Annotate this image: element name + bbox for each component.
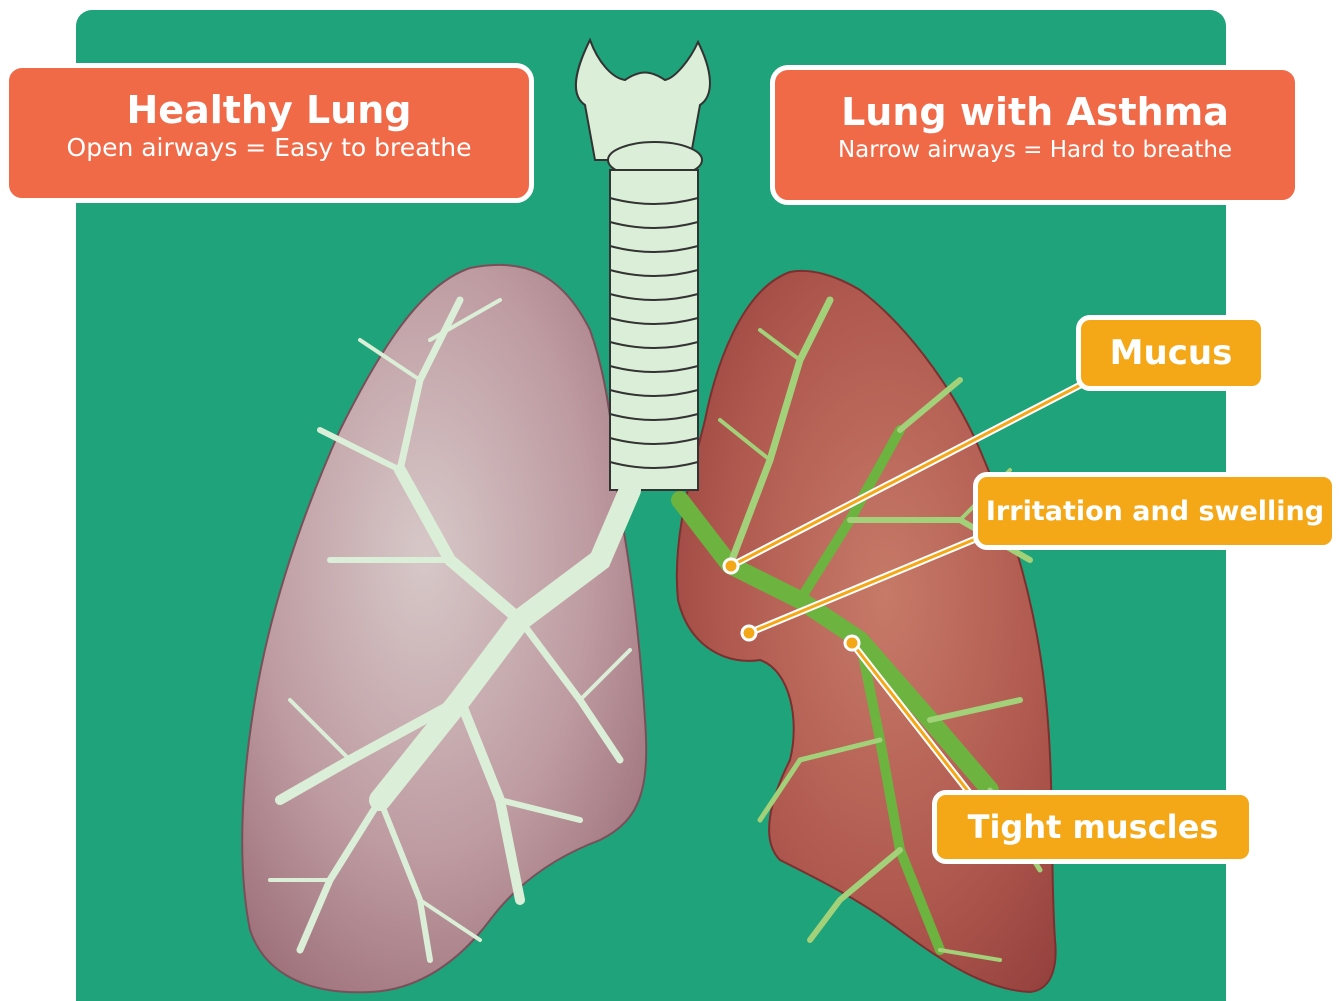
mucus-label: Mucus — [1076, 315, 1266, 391]
mucus-marker — [724, 559, 738, 573]
healthy-lung — [242, 265, 646, 992]
asthma-lung — [677, 271, 1056, 992]
tight-muscles-label: Tight muscles — [932, 790, 1254, 864]
healthy-lung-title: Healthy Lung — [9, 88, 529, 132]
irritation-label: Irritation and swelling — [973, 472, 1337, 550]
irritation-marker — [742, 626, 756, 640]
asthma-lung-title-box: Lung with Asthma Narrow airways = Hard t… — [770, 65, 1300, 205]
asthma-lung-title: Lung with Asthma — [775, 90, 1295, 134]
healthy-lung-title-box: Healthy Lung Open airways = Easy to brea… — [4, 63, 534, 203]
healthy-lung-subtitle: Open airways = Easy to breathe — [9, 132, 529, 164]
trachea — [610, 170, 698, 490]
tight-marker — [845, 636, 859, 650]
asthma-lung-subtitle: Narrow airways = Hard to breathe — [775, 134, 1295, 166]
